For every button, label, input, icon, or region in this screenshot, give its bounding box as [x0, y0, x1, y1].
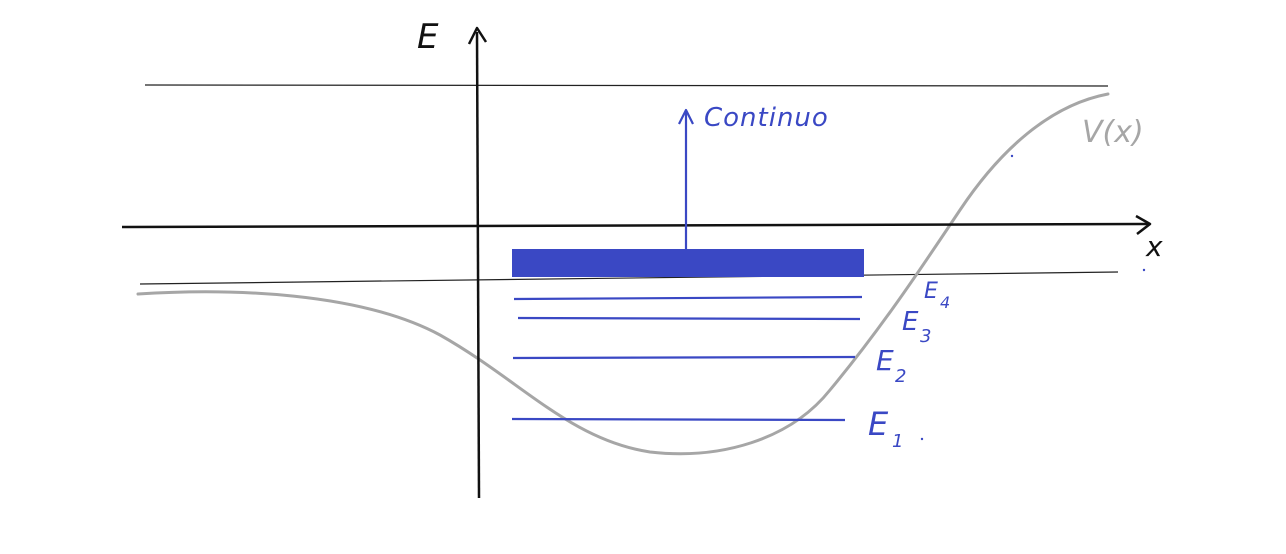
stray-dot — [1010, 154, 1014, 158]
svg-text:E: E — [902, 307, 919, 337]
energy-level-2 — [512, 355, 856, 360]
energy-axis — [475, 31, 481, 499]
energy-level-3-label: E 3 — [902, 307, 931, 347]
svg-text:1: 1 — [892, 431, 903, 452]
svg-text:2: 2 — [895, 366, 906, 387]
position-axis — [121, 222, 1149, 229]
energy-axis-label: E — [417, 17, 439, 57]
stray-dot — [920, 437, 924, 441]
potential-curve — [136, 92, 1110, 456]
svg-text:3: 3 — [920, 326, 931, 347]
energy-level-3 — [517, 316, 861, 321]
energy-level-4 — [513, 295, 863, 301]
svg-text:E: E — [924, 279, 938, 304]
energy-level-4-label: E 4 — [924, 279, 950, 312]
upper-reference-line — [144, 84, 1109, 87]
svg-text:E: E — [868, 405, 889, 443]
continuum-label: Continuo — [704, 103, 829, 133]
continuum-arrowhead — [678, 108, 694, 125]
potential-label: V(x) — [1082, 115, 1144, 150]
position-axis-arrowhead — [1135, 214, 1152, 235]
svg-text:E: E — [876, 344, 894, 377]
lower-reference-line — [139, 271, 1119, 285]
energy-level-1 — [511, 417, 846, 422]
stray-dot — [1142, 268, 1146, 272]
position-axis-label: x — [1145, 230, 1163, 263]
energy-level-1-label: E 1 — [868, 405, 903, 452]
energy-level-2-label: E 2 — [876, 344, 906, 387]
energy-axis-arrowhead — [467, 26, 488, 45]
continuum-band — [512, 249, 864, 277]
svg-text:4: 4 — [940, 293, 950, 312]
